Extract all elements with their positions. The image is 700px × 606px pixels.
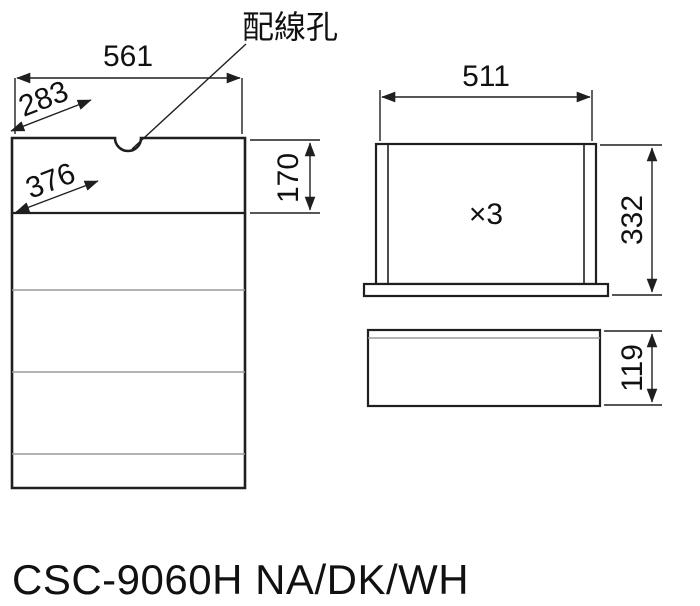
dimension-lines (10, 43, 662, 406)
drawer-view (366, 328, 602, 408)
dim-line-283 (10, 99, 92, 132)
drawer-outline (366, 328, 602, 408)
dim-label-frame-width: 511 (462, 60, 510, 93)
front-view (10, 136, 247, 490)
dim-line-376 (15, 180, 99, 213)
side-view (362, 142, 610, 298)
chest-outline (10, 136, 247, 490)
quantity-label: ×3 (469, 198, 503, 231)
wiring-hole-leader-line (131, 43, 247, 150)
wiring-hole-label: 配線孔 (242, 9, 338, 45)
dim-label-depth: 283 (14, 75, 73, 124)
frame-base-plate (362, 282, 610, 298)
dim-label-drawer-height: 119 (616, 344, 649, 392)
dim-label-overall-width: 561 (103, 40, 153, 73)
frame-outline (374, 142, 598, 286)
model-title: CSC-9060H NA/DK/WH (12, 556, 469, 603)
dim-label-frame-height: 332 (616, 195, 649, 245)
dim-label-top-section-height: 170 (272, 153, 305, 203)
